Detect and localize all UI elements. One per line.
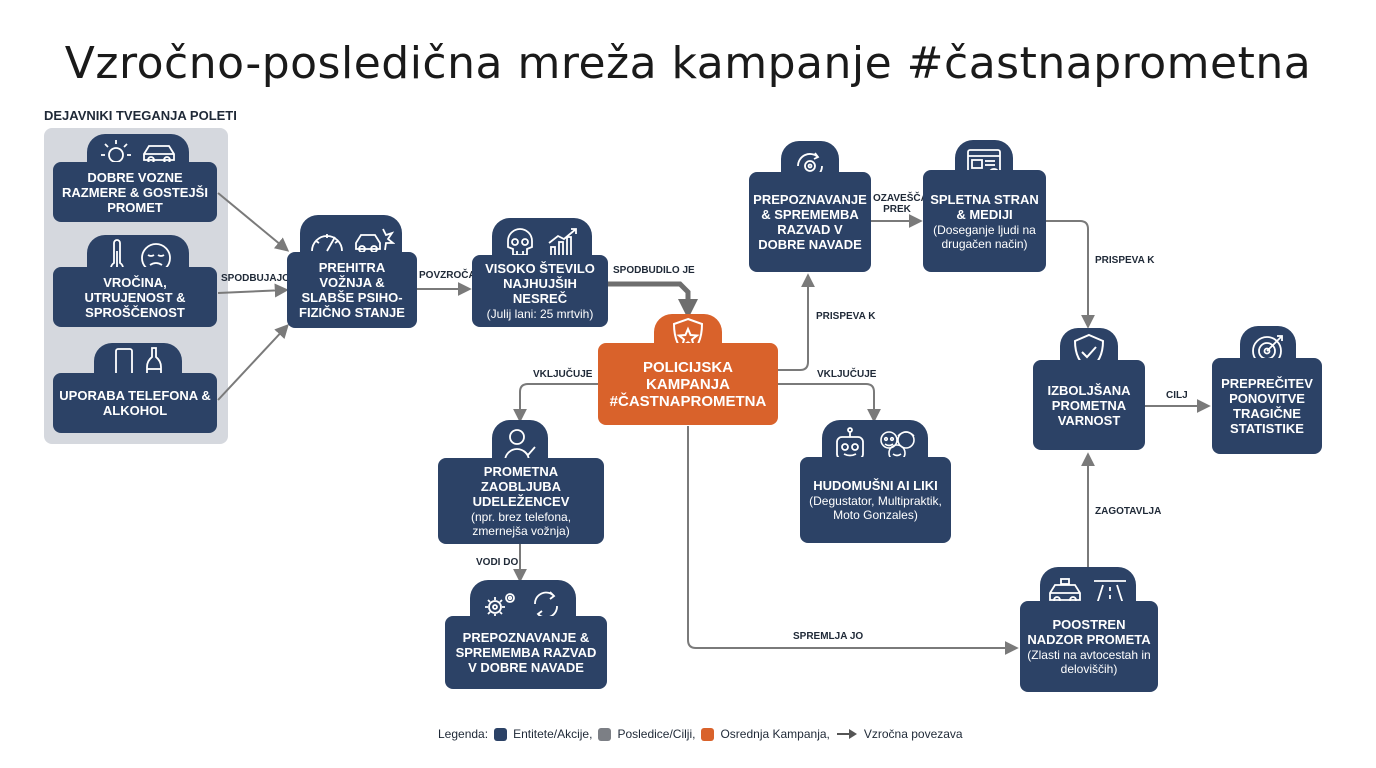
node-prevent: PREPREČITEV PONOVITVE TRAGIČNE STATISTIK… [1212,358,1322,454]
edge-campaign-caution [513,383,598,423]
legend-consequences: Posledice/Cilji, [617,727,696,741]
label-vkljucuje-left: VKLJUČUJE [533,369,593,380]
label-spodbujajo: SPODBUJAJO [221,273,290,284]
node-ai-title: HUDOMUŠNI AI LIKI [813,478,938,493]
node-habits-bottom-title: PREPOZNAVANJE & SPREMEMBA RAZVAD V DOBRE… [455,630,597,675]
target-icon [1252,335,1283,366]
node-conditions: DOBRE VOZNE RAZMERE & GOSTEJŠI PROMET [53,162,217,222]
node-habits-top: PREPOZNAVANJE & SPREMEMBA RAZVAD V DOBRE… [749,172,871,272]
label-vodi-do: VODI DO [476,557,519,568]
edge-campaign-ai [778,383,881,423]
legend-prefix: Legenda: [438,727,489,741]
node-caution-title: PROMETNA ZAOBLJUBA UDELEŽENCEV [472,464,570,509]
label-prispeva-k-1: PRISPEVA K [816,311,876,322]
risk-factors-label: DEJAVNIKI TVEGANJA POLETI [44,108,237,123]
label-spremlja-jo: SPREMLJA JO [793,631,864,642]
legend-arrow-icon [836,729,857,739]
node-habits-top-title: PREPOZNAVANJE & SPREMEMBA RAZVAD V DOBRE… [753,192,867,252]
node-speed-title: PREHITRA VOŽNJA & SLABŠE PSIHO-FIZIČNO S… [299,260,405,320]
node-campaign: POLICIJSKA KAMPANJA #ČASTNAPROMETNA [598,343,778,425]
legend-entities: Entitete/Akcije, [513,727,593,741]
person-check-icon [504,429,536,462]
node-accidents-title: VISOKO ŠTEVILO NAJHUJŠIH NESREČ [485,261,595,306]
label-povzroca: POVZROČA [419,270,476,281]
edge-conditions-speed [217,192,290,252]
node-safety-title: IZBOLJŠANA PROMETNA VARNOST [1047,382,1131,428]
label-vkljucuje-right: VKLJUČUJE [817,369,877,380]
node-campaign-title: POLICIJSKA KAMPANJA #ČASTNAPROMETNA [609,358,767,410]
node-ai: HUDOMUŠNI AI LIKI (Degustator, Multiprak… [800,457,951,543]
label-spodbudilo: SPODBUDILO JE [613,265,695,276]
label-cilj: CILJ [1166,390,1188,401]
legend-swatch-campaign [701,727,715,741]
node-control-sub: (Zlasti na avtocestah in deloviščih) [1027,648,1151,676]
legend: Legenda: Entitete/Akcije, Posledice/Cilj… [438,727,963,741]
node-accidents-sub: (Julij lani: 25 mrtvih) [486,307,594,321]
node-caution: PROMETNA ZAOBLJUBA UDELEŽENCEV (npr. bre… [438,458,604,544]
node-caution-sub: (npr. brez telefona, zmernejša vožnja) [470,510,572,538]
legend-link: Vzročna povezava [863,727,963,741]
node-control-title: POOSTREN NADZOR PROMETA [1027,617,1151,647]
node-conditions-title: DOBRE VOZNE RAZMERE & GOSTEJŠI PROMET [62,169,208,215]
legend-campaign: Osrednja Kampanja, [720,727,830,741]
edge-phone-speed [217,323,289,401]
node-prevent-title: PREPREČITEV PONOVITVE TRAGIČNE STATISTIK… [1221,376,1313,436]
edge-campaign-control [687,426,1019,655]
node-web-title: SPLETNA STRAN & MEDIJI [930,191,1039,222]
edge-heat-speed [217,283,289,298]
legend-swatch-entities [494,727,508,741]
node-control: POOSTREN NADZOR PROMETA (Zlasti na avtoc… [1020,601,1158,692]
edge-campaign-habits-top [778,273,815,371]
node-phone: UPORABA TELEFONA & ALKOHOL [53,373,217,433]
node-web: SPLETNA STRAN & MEDIJI (Doseganje ljudi … [923,170,1046,272]
node-speed: PREHITRA VOŽNJA & SLABŠE PSIHO-FIZIČNO S… [287,252,417,328]
gears-icon [485,593,515,617]
node-accidents: VISOKO ŠTEVILO NAJHUJŠIH NESREČ (Julij l… [472,255,608,327]
node-heat: VROČINA, UTRUJENOST & SPROŠČENOST [53,267,217,327]
node-heat-title: VROČINA, UTRUJENOST & SPROŠČENOST [84,274,186,320]
node-phone-title: UPORABA TELEFONA & ALKOHOL [59,388,211,418]
label-zagotavlja: ZAGOTAVLJA [1095,506,1162,517]
node-safety: IZBOLJŠANA PROMETNA VARNOST [1033,360,1145,450]
label-prispeva-k-2: PRISPEVA K [1095,255,1155,266]
page-title: Vzročno-posledična mreža kampanje #častn… [64,38,1312,89]
speedometer-icon [311,234,343,252]
edge-web-safety [1046,220,1095,329]
label-ozavesca: OZAVEŠČA PREK [873,193,928,215]
node-web-sub: (Doseganje ljudi na drugačen način) [933,222,1036,251]
legend-swatch-consequences [598,727,612,741]
node-habits-bottom: PREPOZNAVANJE & SPREMEMBA RAZVAD V DOBRE… [445,616,607,689]
police-car-icon [1049,578,1081,604]
edge-accidents-campaign [608,281,698,319]
node-ai-sub: (Degustator, Multipraktik, Moto Gonzales… [809,494,942,522]
